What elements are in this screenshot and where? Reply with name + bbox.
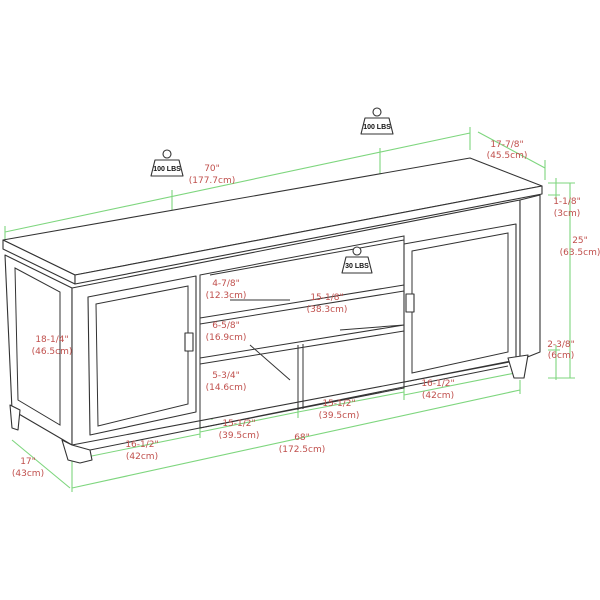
leg-height-cm: (6cm) bbox=[548, 351, 574, 361]
shelf-depth-cm: (38.3cm) bbox=[307, 305, 348, 315]
left-bay-width-label: 15-1/2" bbox=[222, 419, 255, 429]
cabinet-height-label: 18-1/4" bbox=[35, 335, 68, 345]
top-thickness-cm: (3cm) bbox=[554, 209, 580, 219]
right-door bbox=[403, 223, 517, 383]
back-left-leg bbox=[9, 404, 21, 431]
height-label: 25" bbox=[572, 236, 588, 246]
lower-opening-label: 5-3/4" bbox=[212, 371, 240, 381]
middle-opening-cm: (16.9cm) bbox=[206, 333, 247, 343]
left-cabinet-width-label: 16-1/2" bbox=[125, 440, 158, 450]
right-bay-width-cm: (39.5cm) bbox=[319, 411, 360, 421]
weight-icon-top-right: 100 LBS bbox=[360, 107, 394, 135]
left-cabinet-width-cm: (42cm) bbox=[126, 452, 158, 462]
right-bay-width-label: 15-1/2" bbox=[322, 399, 355, 409]
upper-opening-label: 4-7/8" bbox=[212, 279, 240, 289]
depth-top-cm: (45.5cm) bbox=[487, 151, 528, 161]
top-thickness-label: 1-1/8" bbox=[553, 197, 581, 207]
left-door bbox=[87, 275, 197, 436]
shelf-depth-label: 15-1/8" bbox=[310, 293, 343, 303]
base-depth-cm: (43cm) bbox=[12, 469, 44, 479]
right-cabinet-width-cm: (42cm) bbox=[422, 391, 454, 401]
base-depth-label: 17" bbox=[20, 457, 36, 467]
cabinet-height-cm: (46.5cm) bbox=[32, 347, 73, 357]
width-top-label: 70" bbox=[204, 164, 220, 174]
weight-icon-shelf: 30 LBS bbox=[341, 246, 373, 274]
dimension-labels: 70" (177.7cm) 17-7/8" (45.5cm) 1-1/8" (3… bbox=[12, 140, 600, 479]
left-bay-width-cm: (39.5cm) bbox=[219, 431, 260, 441]
svg-text:30 LBS: 30 LBS bbox=[345, 263, 369, 270]
center-opening bbox=[199, 235, 405, 429]
height-cm: (63.5cm) bbox=[560, 248, 600, 258]
right-door-handle bbox=[405, 293, 415, 313]
upper-opening-cm: (12.3cm) bbox=[206, 291, 247, 301]
weight-icon-top-left: 100 LBS bbox=[150, 149, 184, 177]
tv-stand bbox=[2, 157, 543, 464]
svg-text:100 LBS: 100 LBS bbox=[153, 166, 181, 173]
front-left-leg bbox=[61, 439, 93, 464]
base-width-cm: (172.5cm) bbox=[279, 445, 326, 455]
width-top-cm: (177.7cm) bbox=[189, 176, 236, 186]
base-width-label: 68" bbox=[294, 433, 310, 443]
lower-opening-cm: (14.6cm) bbox=[206, 383, 247, 393]
front-right-leg bbox=[507, 354, 529, 379]
right-cabinet-width-label: 16-1/2" bbox=[421, 379, 454, 389]
left-door-handle bbox=[184, 332, 194, 352]
depth-top-label: 17-7/8" bbox=[490, 140, 523, 150]
svg-text:100 LBS: 100 LBS bbox=[363, 124, 391, 131]
leg-height-label: 2-3/8" bbox=[547, 340, 575, 350]
middle-opening-label: 6-5/8" bbox=[212, 321, 240, 331]
